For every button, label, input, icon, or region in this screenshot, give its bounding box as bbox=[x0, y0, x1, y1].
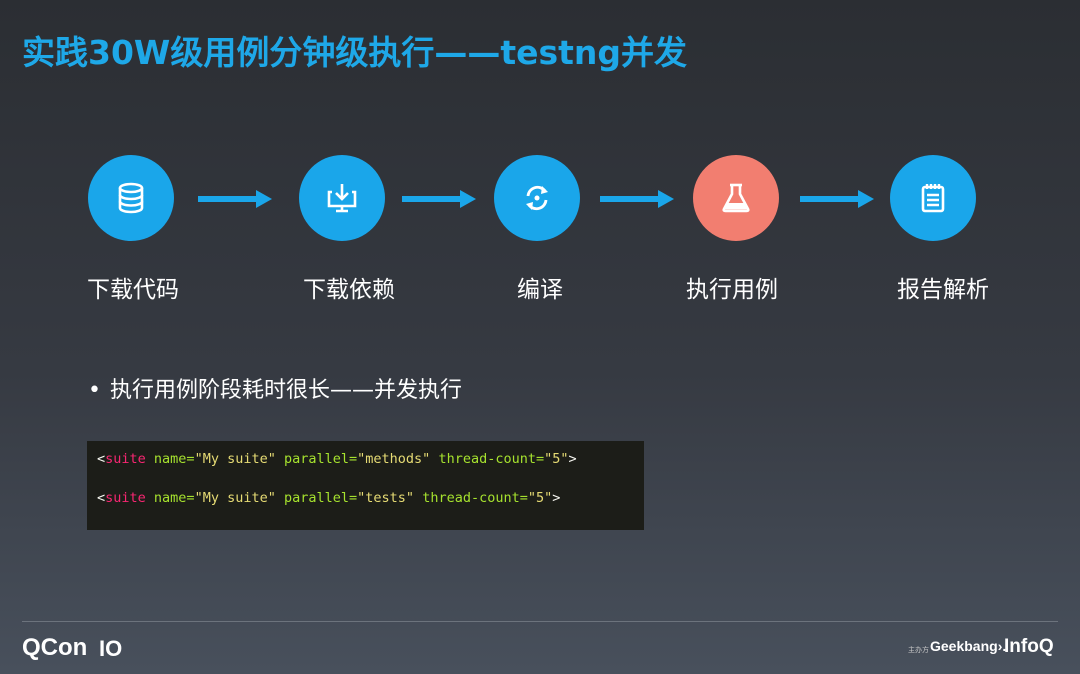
database-icon bbox=[118, 182, 144, 214]
refresh-icon bbox=[526, 185, 548, 211]
process-flow: 下载代码 下载依赖 编译 执 bbox=[0, 0, 1080, 330]
code-token: suite bbox=[105, 451, 146, 467]
step-4-circle bbox=[693, 155, 779, 241]
report-icon bbox=[921, 184, 945, 213]
step-3-circle bbox=[494, 155, 580, 241]
step-1-label: 下载代码 bbox=[87, 277, 179, 303]
code-token: name= bbox=[153, 451, 195, 467]
download-icon bbox=[327, 184, 357, 213]
infoq-logo: InfoQ bbox=[1004, 636, 1054, 657]
code-token: "5" bbox=[544, 451, 569, 467]
geekbang-logo: Geekbang›. bbox=[930, 638, 1007, 654]
code-token: suite bbox=[105, 490, 146, 506]
code-token: "methods" bbox=[357, 451, 431, 467]
code-token: > bbox=[552, 490, 561, 506]
qcon-badge-logo: IO bbox=[99, 636, 123, 661]
code-token: name= bbox=[153, 490, 195, 506]
bullet-point: • 执行用例阶段耗时很长——并发执行 bbox=[88, 372, 462, 404]
arrow-1 bbox=[198, 190, 272, 208]
bullet-dot: • bbox=[88, 378, 101, 403]
code-token: "My suite" bbox=[194, 451, 276, 467]
code-token: < bbox=[97, 451, 106, 467]
code-token: < bbox=[97, 490, 106, 506]
qcon-logo: QCon bbox=[22, 634, 88, 661]
code-token: "5" bbox=[527, 490, 553, 506]
flask-icon bbox=[722, 183, 750, 213]
step-2-label: 下载依赖 bbox=[303, 277, 395, 303]
arrow-3 bbox=[600, 190, 674, 208]
step-2-circle bbox=[299, 155, 385, 241]
step-5-label: 报告解析 bbox=[897, 277, 989, 303]
code-token: "tests" bbox=[357, 490, 415, 506]
step-3-label: 编译 bbox=[517, 277, 563, 303]
bullet-text: 执行用例阶段耗时很长——并发执行 bbox=[110, 378, 463, 403]
code-token: parallel= bbox=[283, 451, 358, 467]
code-block: <suite name="My suite" parallel="methods… bbox=[87, 441, 644, 530]
arrow-4 bbox=[800, 190, 874, 208]
sponsor-caption: 主办方 bbox=[908, 646, 929, 654]
code-token: parallel= bbox=[283, 490, 358, 506]
code-token: > bbox=[568, 451, 577, 467]
code-token: thread-count= bbox=[438, 451, 545, 467]
code-token: thread-count= bbox=[422, 490, 528, 506]
footer-divider bbox=[22, 621, 1058, 622]
step-4-label: 执行用例 bbox=[686, 277, 778, 303]
step-1-circle bbox=[88, 155, 174, 241]
arrow-2 bbox=[402, 190, 476, 208]
code-line-1: <suite name="My suite" parallel="methods… bbox=[97, 451, 577, 467]
slide-title: 实践30W级用例分钟级执行——testng并发 bbox=[22, 33, 688, 72]
step-5-circle bbox=[890, 155, 976, 241]
code-token: "My suite" bbox=[194, 490, 276, 506]
code-line-2: <suite name="My suite" parallel="tests" … bbox=[97, 490, 560, 506]
